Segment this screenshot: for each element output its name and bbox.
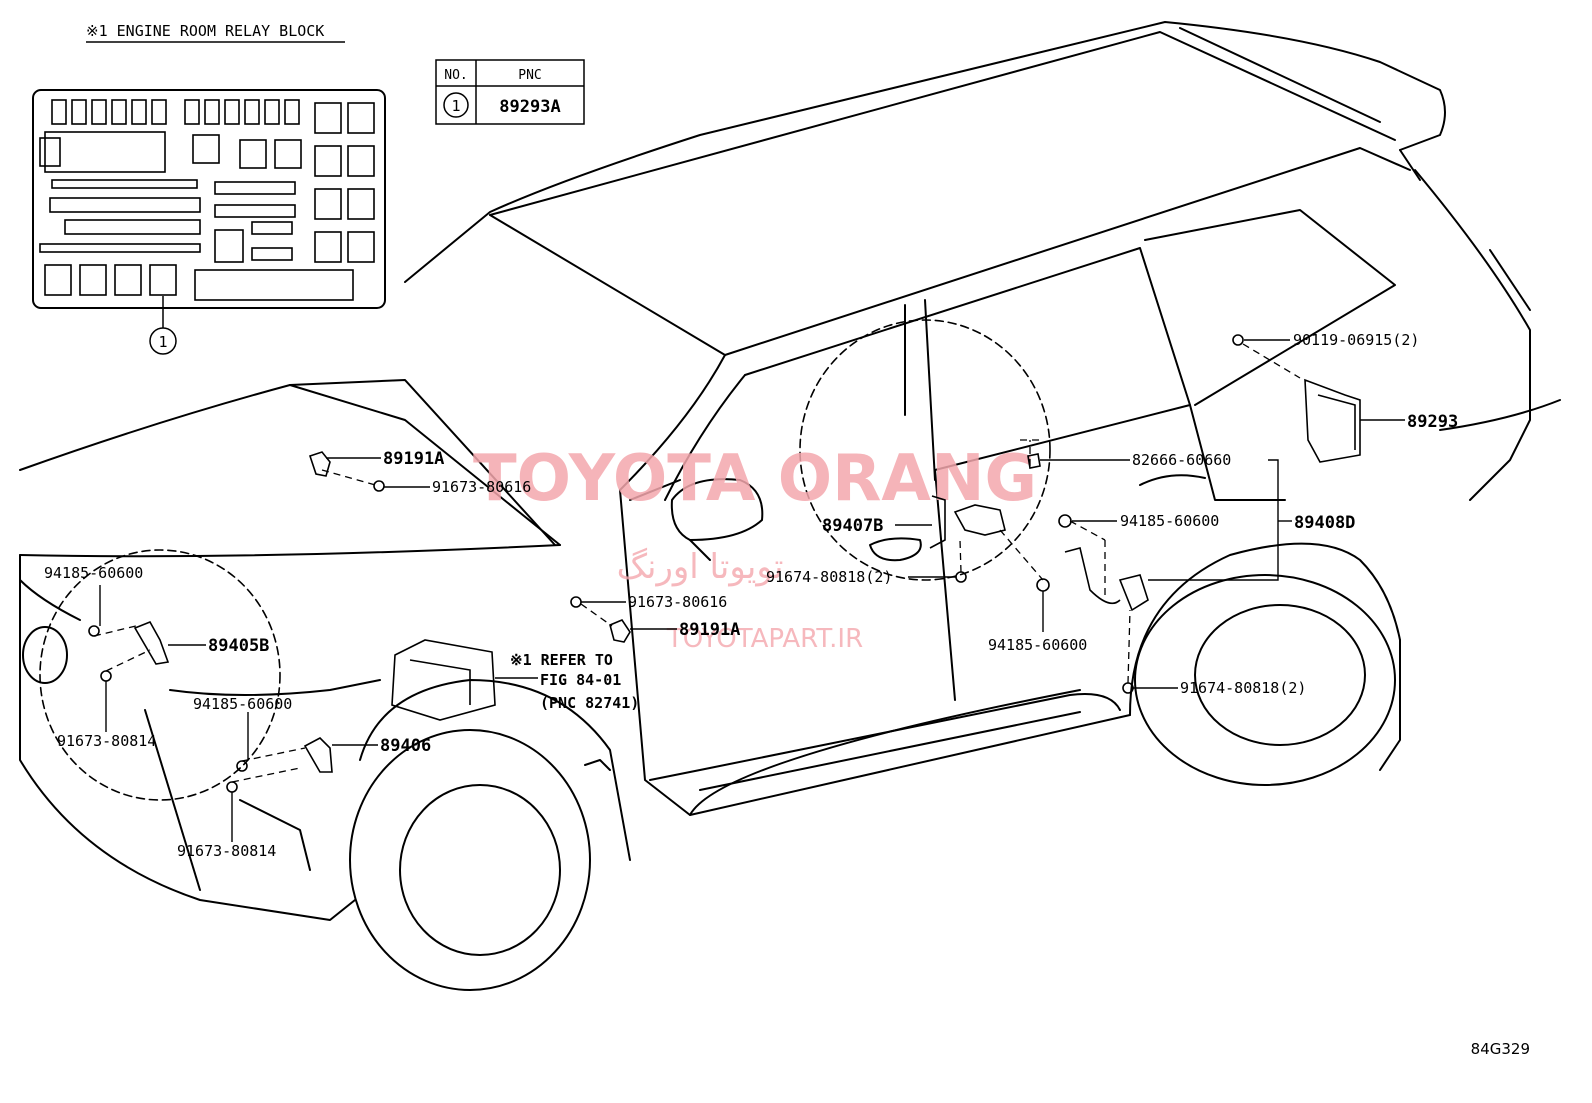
label-94185-60600-right: 94185-60600 bbox=[1120, 512, 1219, 530]
pnc-table: NO. PNC 1 89293A bbox=[435, 59, 585, 125]
label-91673-80814-bottom: 91673-80814 bbox=[177, 842, 276, 860]
label-90119-06915: 90119-06915(2) bbox=[1293, 331, 1419, 349]
label-refer-line-2: FIG 84-01 bbox=[540, 671, 621, 689]
clip-82666-60660 bbox=[1027, 453, 1041, 469]
nut-94185-60600-mid bbox=[236, 760, 248, 772]
pnc-table-col-pnc: PNC bbox=[518, 68, 541, 83]
bolt-91673-80616-mid bbox=[570, 596, 582, 608]
relay-fuse-grid bbox=[39, 99, 375, 301]
label-89408D: 89408D bbox=[1294, 513, 1355, 533]
label-refer-line-1: ※1 REFER TO bbox=[510, 651, 613, 669]
bolt-91674-80818-mid bbox=[955, 571, 967, 583]
label-91673-80814-left: 91673-80814 bbox=[57, 732, 156, 750]
label-89191A-top: 89191A bbox=[383, 449, 444, 469]
engine-relay-block bbox=[391, 639, 496, 721]
label-89191A-mid: 89191A bbox=[679, 620, 740, 640]
label-89407B: 89407B bbox=[822, 516, 883, 536]
harness-89407B bbox=[929, 495, 946, 549]
label-refer-line-3: (PNC 82741) bbox=[540, 694, 639, 712]
nut-94185-60600-right bbox=[1058, 514, 1072, 528]
nut-94185-60600-lower bbox=[1036, 578, 1050, 592]
figure-code: 84G329 bbox=[1471, 1040, 1530, 1058]
sensor-89191A-mid bbox=[609, 619, 631, 643]
label-91673-80616-mid: 91673-80616 bbox=[628, 593, 727, 611]
label-91673-80616-top: 91673-80616 bbox=[432, 478, 531, 496]
label-94185-60600-lower: 94185-60600 bbox=[988, 636, 1087, 654]
label-89406: 89406 bbox=[380, 736, 431, 756]
bolt-91673-80814-left bbox=[100, 670, 112, 682]
part-labels: 89191A 91673-80616 94185-60600 89405B 91… bbox=[44, 331, 1458, 860]
label-82666-60660: 82666-60660 bbox=[1132, 451, 1231, 469]
label-91674-80818-right: 91674-80818(2) bbox=[1180, 679, 1306, 697]
relay-block-title: ※1 ENGINE ROOM RELAY BLOCK bbox=[86, 22, 324, 40]
label-94185-60600-left: 94185-60600 bbox=[44, 564, 143, 582]
bolt-90119-06915 bbox=[1232, 334, 1244, 346]
label-91674-80818-mid: 91674-80818(2) bbox=[766, 568, 892, 586]
ecu-89293 bbox=[1304, 378, 1361, 463]
relay-block-callout-number: 1 bbox=[158, 333, 167, 351]
pnc-table-row-no: 1 bbox=[451, 97, 460, 115]
sensor-89406 bbox=[303, 737, 333, 773]
label-94185-60600-mid: 94185-60600 bbox=[193, 695, 292, 713]
harness-89408D bbox=[1064, 547, 1121, 605]
leader-lines bbox=[99, 339, 1405, 842]
watermark-brand: TOYOTA ORANG bbox=[473, 442, 1037, 516]
label-89293: 89293 bbox=[1407, 412, 1458, 432]
pnc-table-col-no: NO. bbox=[444, 68, 467, 83]
parts-components bbox=[88, 334, 1361, 793]
label-89405B: 89405B bbox=[208, 636, 269, 656]
watermark-persian: تویوتا اورنگ bbox=[617, 547, 784, 587]
relay-block-inset: ※1 ENGINE ROOM RELAY BLOCK bbox=[32, 22, 386, 355]
bolt-91673-80814-bottom bbox=[226, 781, 238, 793]
dashed-guides bbox=[93, 343, 1301, 783]
pnc-table-row-pnc: 89293A bbox=[499, 97, 560, 117]
watermark-site: TOYOTAPART.IR bbox=[666, 624, 863, 654]
watermark: TOYOTA ORANG تویوتا اورنگ TOYOTAPART.IR bbox=[473, 442, 1037, 654]
vehicle-outline bbox=[19, 21, 1561, 991]
sensor-89405B bbox=[133, 620, 170, 665]
bolt-91673-80616-top bbox=[373, 480, 385, 492]
sensor-89191A-top bbox=[308, 451, 331, 477]
